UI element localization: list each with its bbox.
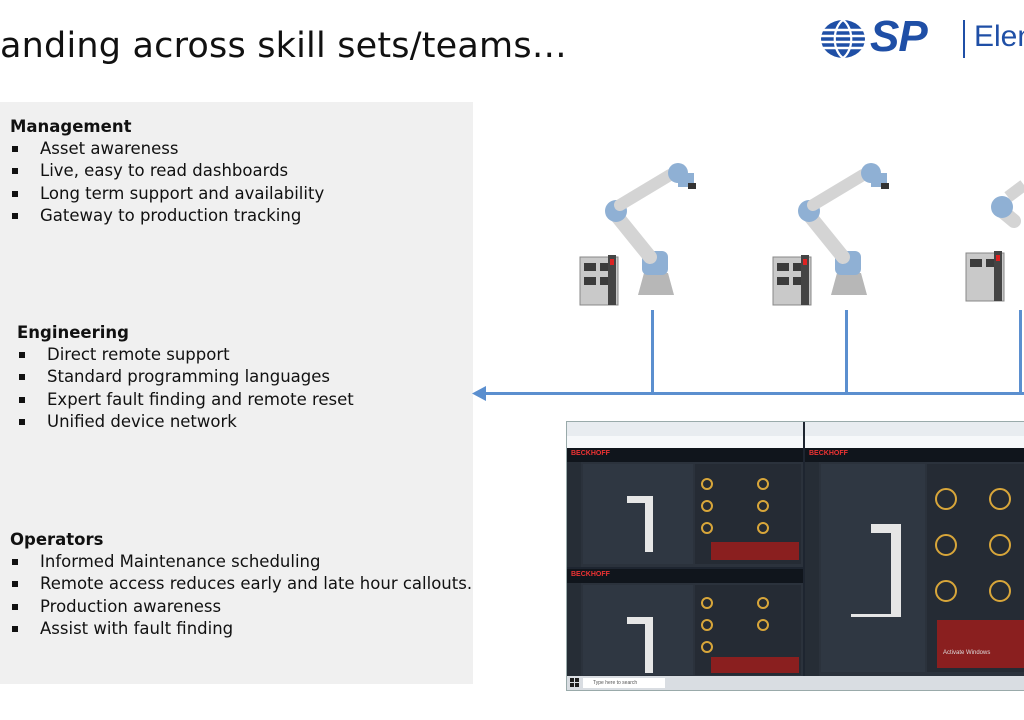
alarm-log [711, 542, 799, 560]
hmi-header: BECKHOFF [567, 448, 803, 462]
taskbar-search-input[interactable]: Type here to search [583, 678, 665, 688]
hmi-sidebar [567, 462, 581, 567]
robot-model [871, 524, 901, 533]
robot-model [645, 617, 653, 673]
section-heading: Engineering [17, 323, 129, 342]
list-item: Expert fault finding and remote reset [17, 389, 354, 411]
browser-window: BECKHOFF Activate Windows [805, 422, 1024, 676]
list-item: Assist with fault finding [10, 618, 472, 640]
list-item: Unified device network [17, 411, 354, 433]
robot-arm-icon [772, 163, 889, 306]
list-item: Gateway to production tracking [10, 205, 324, 227]
section-heading: Operators [10, 530, 104, 549]
joint-gauges: Activate Windows [927, 464, 1024, 672]
robot-model [627, 617, 653, 624]
logo-text: SP [870, 16, 928, 61]
browser-window: BECKHOFF [567, 422, 803, 567]
brand-label: BECKHOFF [571, 571, 610, 578]
windows-start-icon[interactable] [570, 678, 580, 688]
hmi-header: BECKHOFF [805, 448, 1024, 462]
robot-arm-icon [965, 180, 1024, 302]
browser-window: BECKHOFF [567, 569, 803, 676]
list-item: Production awareness [10, 596, 472, 618]
section-heading: Management [10, 117, 132, 136]
list-item: Asset awareness [10, 138, 324, 160]
alarm-log: Activate Windows [937, 620, 1024, 668]
network-bus-line [484, 392, 1024, 395]
teams-panel [0, 102, 473, 684]
robot-model [891, 524, 901, 616]
operators-section: Operators Informed Maintenance schedulin… [10, 530, 472, 640]
list-item: Live, easy to read dashboards [10, 160, 324, 182]
network-drop-line [845, 310, 848, 393]
list-item: Direct remote support [17, 344, 354, 366]
network-drop-line [651, 310, 654, 393]
globe-icon [821, 19, 865, 59]
list-item: Standard programming languages [17, 366, 354, 388]
hmi-sidebar [805, 462, 819, 676]
network-drop-line [1019, 310, 1022, 393]
robot-model [851, 614, 901, 617]
list-item: Long term support and availability [10, 183, 324, 205]
brand-label: BECKHOFF [571, 450, 610, 457]
engineering-section: Engineering Direct remote support Standa… [17, 323, 354, 433]
browser-tab-bar [567, 422, 803, 436]
arrow-left-icon [472, 386, 486, 401]
hmi-header: BECKHOFF [567, 569, 803, 583]
company-logo: SP Elen [818, 16, 1024, 62]
list-item: Informed Maintenance scheduling [10, 551, 472, 573]
robot-arm-icon [579, 163, 696, 306]
watermark-text: Activate Windows [943, 650, 991, 656]
hmi-screenshot: BECKHOFF BECKHOFF BECKHOFF [566, 421, 1024, 691]
windows-taskbar: Type here to search [567, 676, 1024, 690]
alarm-log [711, 657, 799, 673]
hmi-sidebar [567, 583, 581, 676]
robot-model [645, 496, 653, 552]
management-section: Management Asset awareness Live, easy to… [10, 117, 324, 227]
browser-tab-bar [805, 422, 1024, 436]
robot-view [583, 585, 693, 675]
robot-view [821, 464, 925, 672]
joint-gauges [695, 464, 801, 564]
list-item: Remote access reduces early and late hou… [10, 573, 472, 595]
brand-label: BECKHOFF [809, 450, 848, 457]
slide-title: anding across skill sets/teams… [0, 26, 567, 66]
logo-divider [963, 20, 965, 58]
logo-subtext: Elen [974, 20, 1024, 53]
joint-gauges [695, 585, 801, 675]
robot-view [583, 464, 693, 564]
robot-model [627, 496, 653, 503]
